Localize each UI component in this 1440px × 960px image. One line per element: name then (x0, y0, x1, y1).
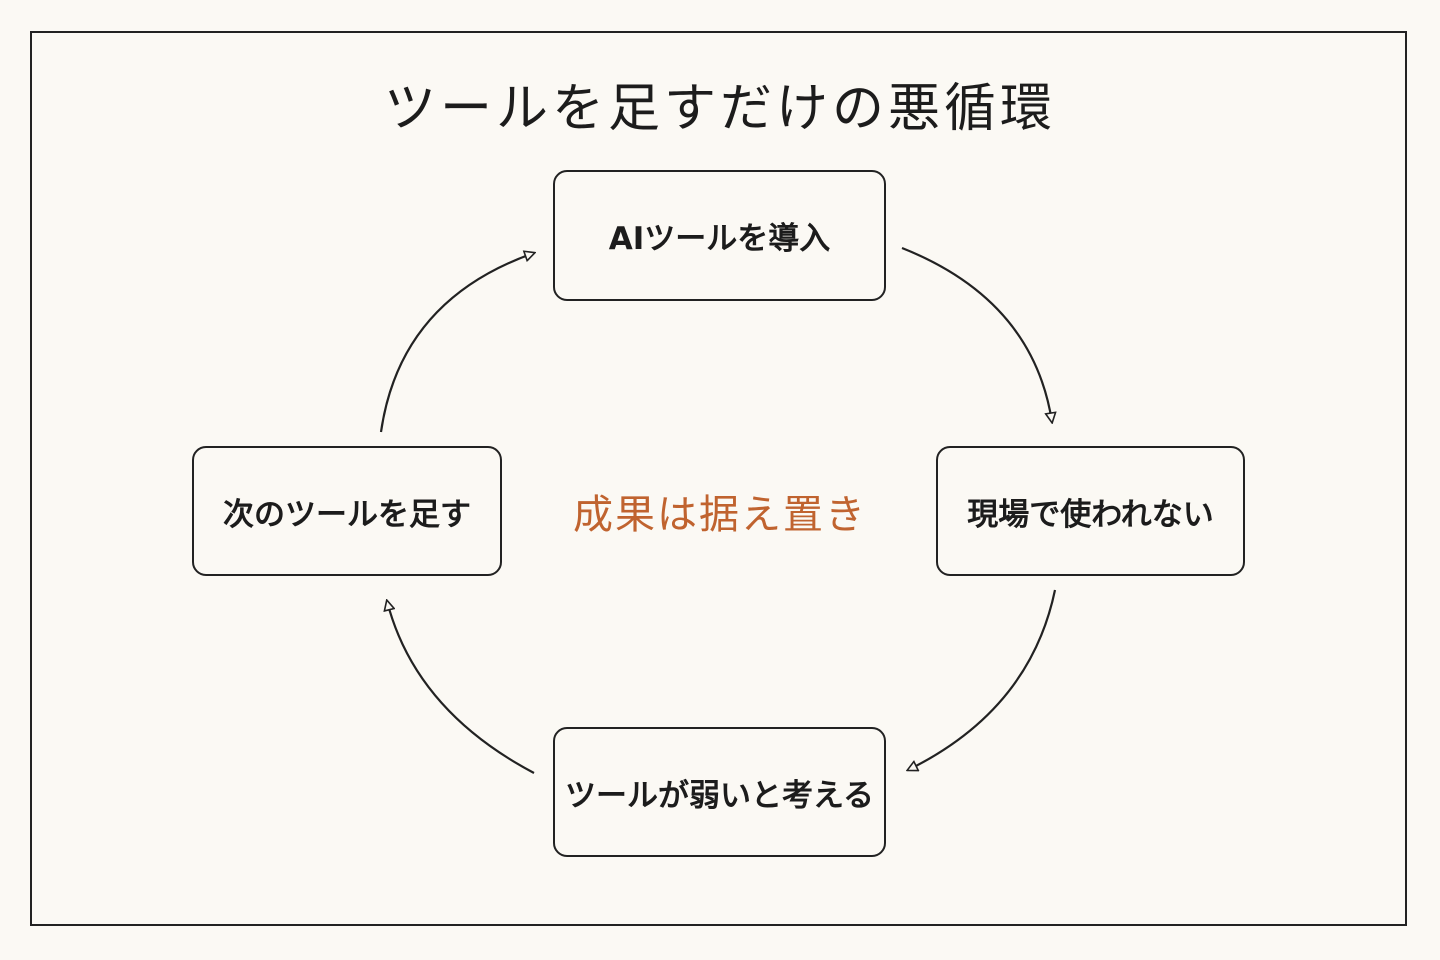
arrow-bottom-to-left (387, 601, 535, 774)
node-label: 現場で使われない (967, 496, 1214, 533)
arrow-top-to-right (901, 246, 1052, 422)
diagram-title: ツールを足すだけの悪循環 (383, 79, 1056, 139)
node-not-used-on-site: 現場で使われない (936, 446, 1245, 576)
arrow-left-to-top (379, 253, 534, 433)
node-label: AIツールを導入 (608, 221, 831, 257)
node-add-next-tool: 次のツールを足す (192, 446, 502, 576)
node-introduce-ai-tool: AIツールを導入 (553, 170, 886, 301)
center-result-label: 成果は据え置き (573, 492, 867, 538)
node-label: 次のツールを足す (223, 496, 471, 533)
node-label: ツールが弱いと考える (564, 777, 875, 814)
arrow-right-to-bottom (908, 589, 1057, 770)
diagram-frame (30, 31, 1407, 926)
node-tool-is-weak: ツールが弱いと考える (553, 727, 886, 857)
